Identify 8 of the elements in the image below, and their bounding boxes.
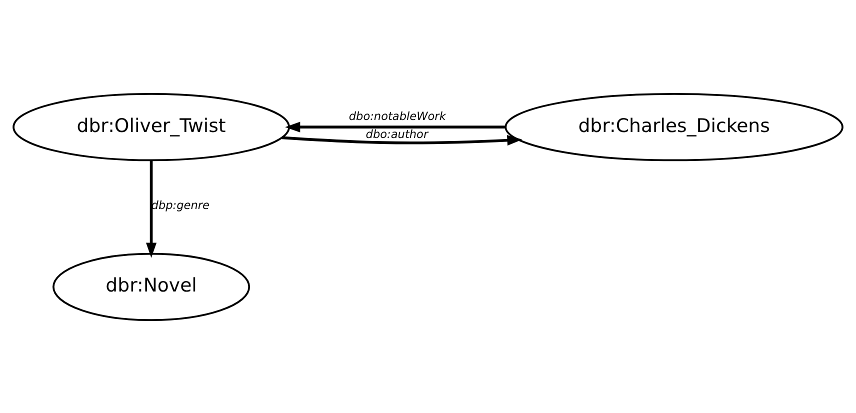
node-ellipse: dbr:Novel (52, 252, 250, 321)
edge-label: dbo:author (366, 127, 428, 140)
edge-label: dbp:genre (151, 198, 210, 212)
arrow (282, 134, 522, 146)
node-ellipse: dbr:Oliver_Twist (12, 92, 290, 161)
arrow (285, 121, 506, 132)
arrow (146, 160, 157, 258)
edge-label: dbo:notableWork (348, 110, 446, 123)
